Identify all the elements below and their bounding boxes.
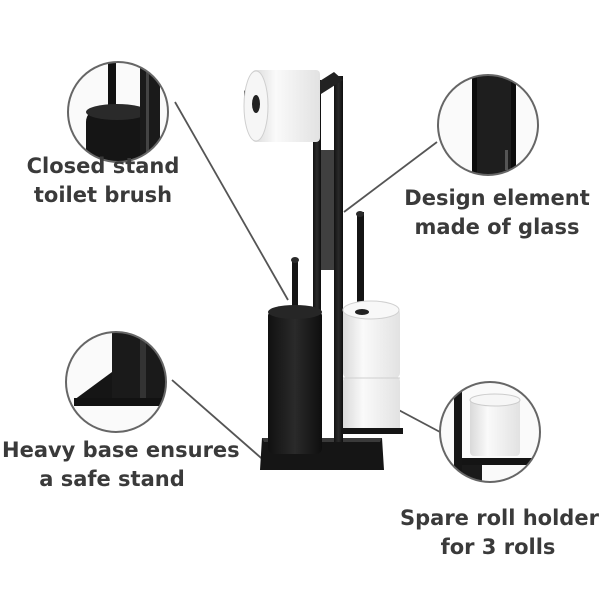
feature-label-line: for 3 rolls — [440, 535, 556, 559]
feature-label-line: Heavy base ensures — [2, 438, 240, 462]
feature-label-line: Spare roll holder — [400, 506, 599, 530]
spare-paper-rolls — [342, 300, 400, 434]
feature-label-brush: Closed stand toilet brush — [18, 152, 188, 210]
detail-circle-brush — [67, 61, 169, 163]
feature-label-line: toilet brush — [33, 183, 173, 207]
feature-label-glass: Design element made of glass — [402, 184, 592, 242]
feature-label-spare: Spare roll holder for 3 rolls — [400, 504, 599, 562]
top-paper-roll — [243, 70, 320, 142]
feature-label-line: a safe stand — [39, 467, 185, 491]
detail-circle-glass — [437, 74, 539, 176]
feature-label-line: Design element — [404, 186, 590, 210]
detail-circle-spare — [439, 381, 541, 483]
detail-circle-base — [65, 331, 167, 433]
feature-label-base: Heavy base ensures a safe stand — [2, 436, 240, 494]
pointer-brush — [174, 101, 289, 301]
pointer-base — [171, 379, 269, 465]
glass-panel — [321, 150, 334, 270]
feature-label-line: made of glass — [414, 215, 580, 239]
toilet-brush — [268, 257, 322, 454]
spare-roll-rod — [357, 212, 364, 332]
feature-label-line: Closed stand — [26, 154, 180, 178]
pointer-glass — [343, 141, 438, 213]
